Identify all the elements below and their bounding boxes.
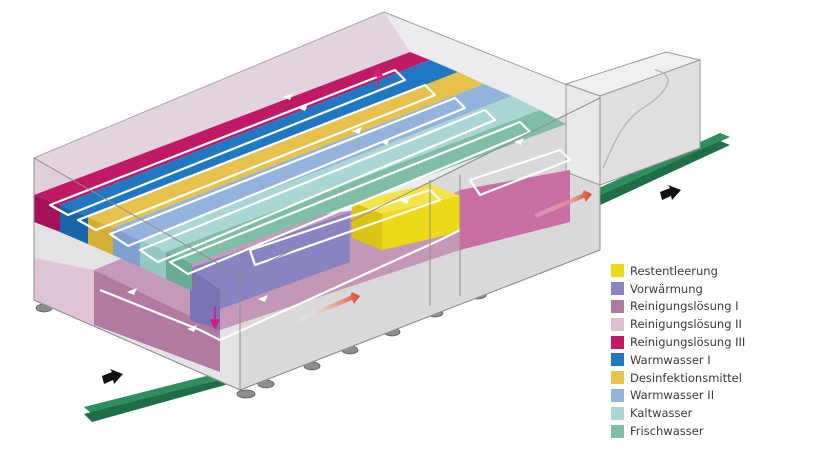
legend-item: Reinigungslösung II (611, 315, 745, 333)
legend-label: Restentleerung (630, 263, 718, 278)
legend-label: Warmwasser I (630, 352, 711, 367)
zone-kaltwasser (140, 96, 540, 252)
legend-swatch (611, 371, 624, 385)
legend-item: Kaltwasser (611, 404, 745, 422)
legend-label: Desinfektionsmittel (630, 370, 742, 385)
legend-label: Reinigungslösung I (630, 299, 739, 314)
legend-label: Reinigungslösung II (630, 317, 742, 332)
inlet-direction-arrow (102, 369, 123, 384)
legend-label: Vorwärmung (630, 281, 703, 296)
legend-label: Warmwasser II (630, 388, 715, 403)
pump-flow-arrows (209, 66, 384, 330)
zone-reinigungsloesung-iii-lower (460, 170, 570, 250)
legend-item: Restentleerung (611, 262, 745, 280)
legend-swatch (611, 424, 624, 438)
zone-warmwasser-ii-front (113, 228, 140, 267)
legend-swatch (611, 353, 624, 367)
flow-arrowheads (127, 93, 524, 332)
zone-frischwasser (166, 110, 566, 264)
housing-outline (33, 97, 601, 391)
drying-hood (564, 51, 702, 186)
zone-desinfektionsmittel (88, 72, 484, 228)
zone-reinigungsloesung-ii-lower (34, 258, 94, 325)
legend-item: Warmwasser I (611, 351, 745, 369)
legend-swatch (611, 317, 624, 331)
flow-lines (48, 68, 572, 342)
conveyor-belt-inlet (84, 370, 236, 422)
legend-item: Reinigungslösung III (611, 333, 745, 351)
zone-vorwaermung (190, 212, 350, 330)
legend-item: Reinigungslösung I (611, 298, 745, 316)
legend-item: Warmwasser II (611, 387, 745, 405)
zone-reinigungsloesung-ii-upper (34, 12, 410, 195)
legend-swatch (611, 264, 624, 278)
legend-label: Frischwasser (630, 424, 704, 439)
outlet-direction-arrow (660, 185, 681, 200)
legend-item: Frischwasser (611, 422, 745, 440)
zone-reinigungsloesung-iii (34, 52, 430, 205)
legend-swatch (611, 406, 624, 420)
zone-warmwasser-ii (113, 84, 512, 240)
heat-arrows (298, 190, 592, 322)
legend-label: Reinigungslösung III (630, 335, 746, 350)
legend-swatch (611, 282, 624, 296)
legend-label: Kaltwasser (630, 406, 693, 421)
legend-swatch (611, 299, 624, 313)
legend-item: Desinfektionsmittel (611, 369, 745, 387)
legend-item: Vorwärmung (611, 280, 745, 298)
legend-swatch (611, 388, 624, 402)
legend-swatch (611, 335, 624, 349)
